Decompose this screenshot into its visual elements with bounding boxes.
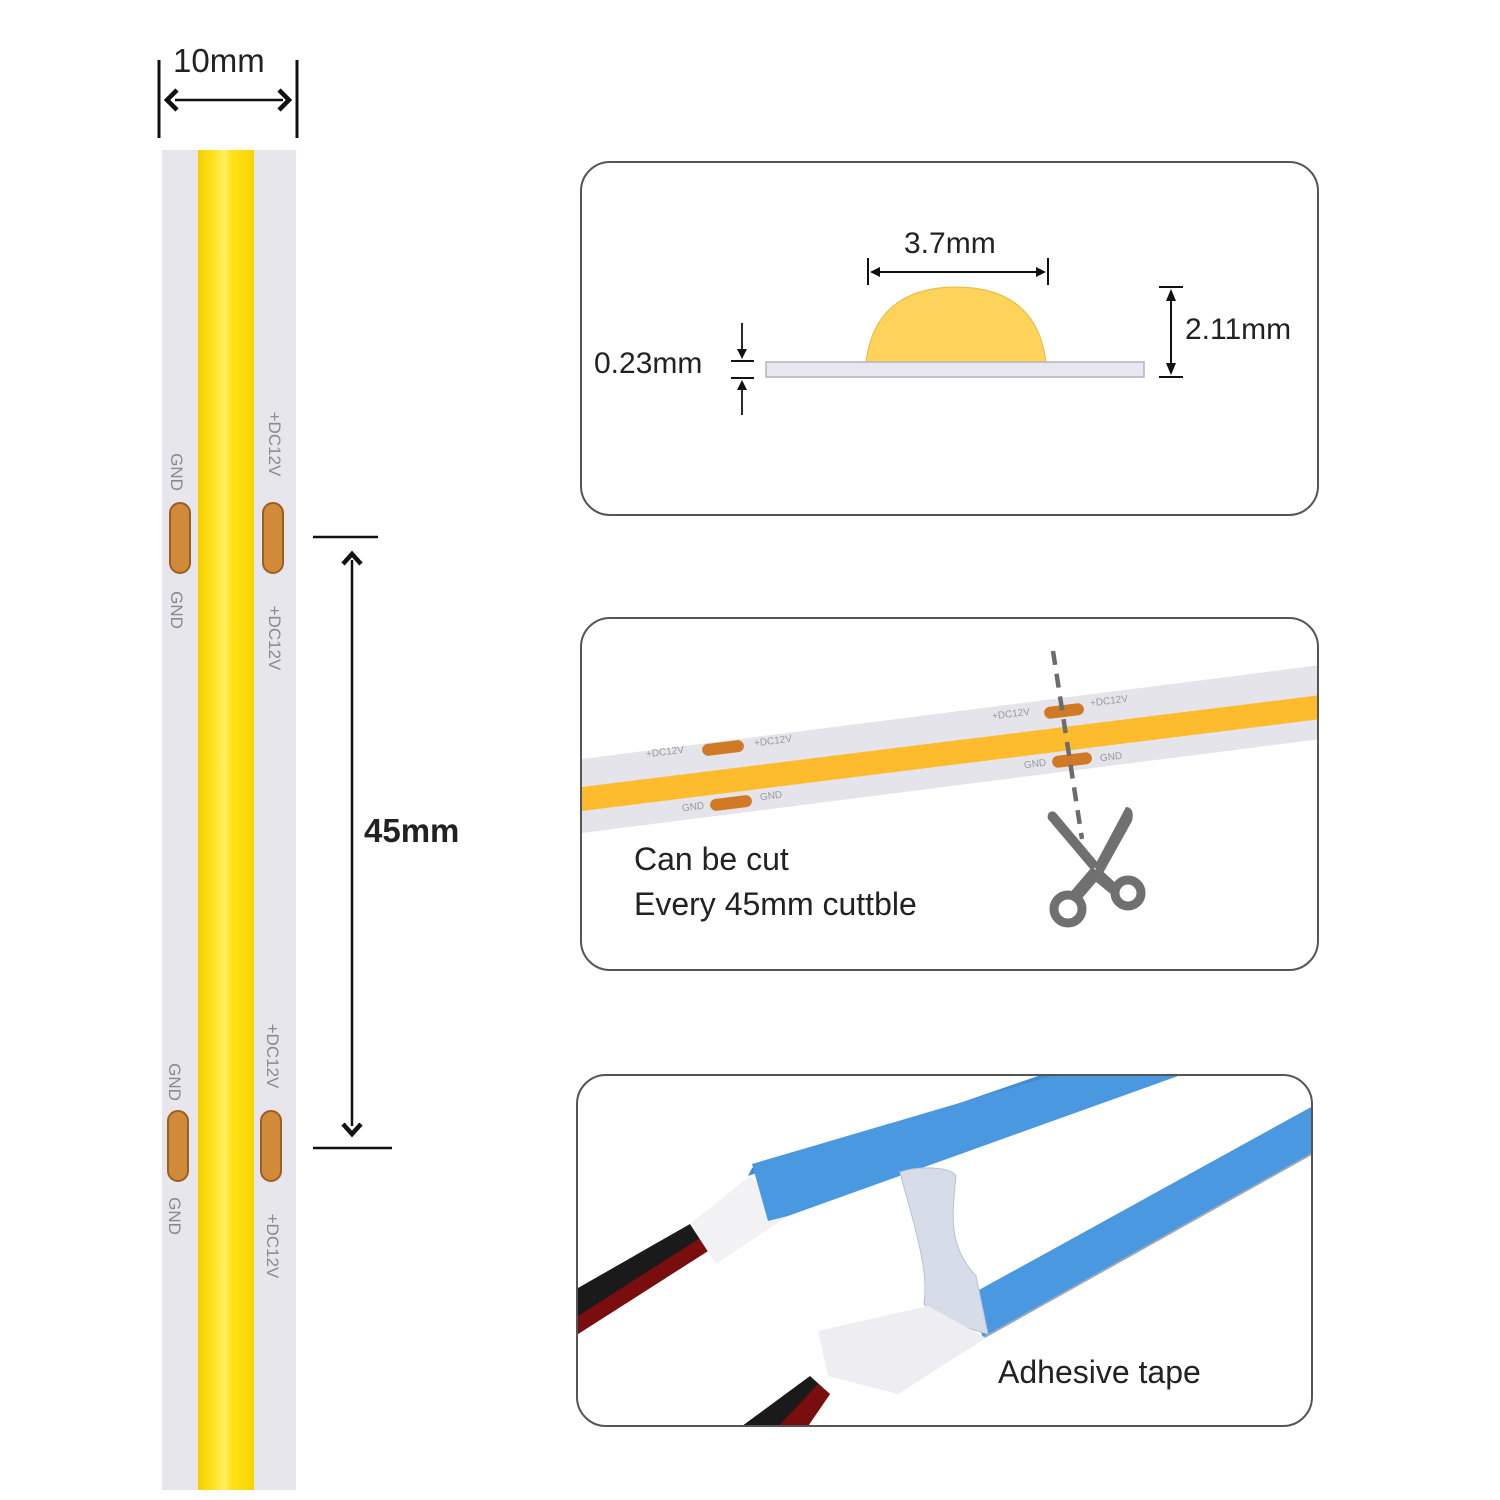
spacing-label: 45mm	[364, 812, 460, 849]
cut-panel: +DC12V +DC12V GND GND +DC12V +DC12V GND …	[580, 617, 1319, 971]
adhesive-tape-panel: Adhesive tape	[576, 1074, 1313, 1427]
gnd-label: GND	[165, 1063, 184, 1101]
total-height-label: 2.11mm	[1185, 313, 1292, 346]
adhesive-tape-photo	[578, 1076, 1311, 1425]
adhesive-tape-caption: Adhesive tape	[998, 1354, 1201, 1390]
gnd-label: GND	[165, 1197, 184, 1235]
dc-label: +DC12V	[263, 1213, 282, 1279]
angled-strip-diagram	[582, 650, 1317, 840]
dc-label: +DC12V	[265, 411, 284, 477]
width-label: 10mm	[173, 42, 265, 79]
spacing-arrow-icon	[313, 535, 392, 1150]
solder-pad-gnd	[167, 1110, 189, 1182]
cut-caption-line2: Every 45mm cuttble	[634, 886, 917, 922]
led-width-label: 3.7mm	[904, 227, 996, 260]
solder-pad-gnd	[169, 502, 191, 574]
dc-label: +DC12V	[265, 605, 284, 671]
scissors-icon	[1047, 807, 1146, 928]
pcb-thickness-label: 0.23mm	[594, 347, 703, 380]
profile-panel: 3.7mm 2.11mm 0.23mm	[580, 161, 1319, 516]
gnd-label: GND	[167, 453, 186, 491]
spacing-dimension: 45mm	[310, 530, 510, 1160]
cross-section-diagram	[731, 258, 1183, 415]
led-strip-vertical: GND GND +DC12V +DC12V GND GND +DC12V +DC…	[162, 150, 296, 1490]
dc-label: +DC12V	[263, 1023, 282, 1089]
cut-caption-line1: Can be cut	[634, 841, 789, 877]
cob-light-line	[198, 150, 254, 1490]
solder-pad-dc	[260, 1110, 282, 1182]
gnd-label: GND	[167, 591, 186, 629]
width-dimension: 10mm	[155, 40, 305, 140]
solder-pad-dc	[262, 502, 284, 574]
width-arrow-icon	[157, 60, 299, 138]
